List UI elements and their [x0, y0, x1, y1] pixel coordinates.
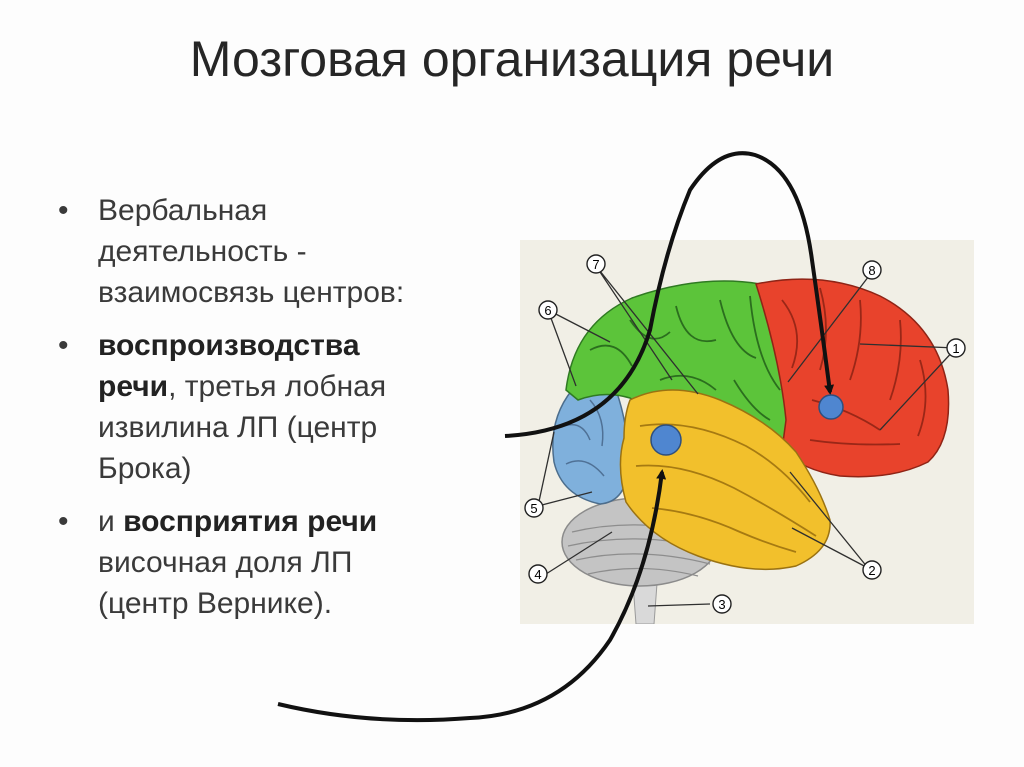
- callout-label: 1: [952, 341, 959, 356]
- bullet-text-line: (центр Вернике).: [98, 587, 333, 620]
- callout-1: 1: [946, 338, 966, 358]
- callout-6: 6: [538, 300, 558, 320]
- callout-label: 2: [868, 563, 875, 578]
- bullet-text: и: [98, 505, 124, 538]
- callout-label: 3: [718, 597, 725, 612]
- leader-line-1: [859, 343, 957, 431]
- callout-4: 4: [528, 564, 548, 584]
- bullet-broca-center: • воспроизводства речи, третья лобная из…: [58, 325, 478, 489]
- bullet-verbal-activity: • Вербальная деятельность - взаимосвязь …: [58, 190, 478, 313]
- bullet-text: , третья лобная: [168, 370, 387, 403]
- callout-5: 5: [524, 498, 544, 518]
- bullet-text-line: Вербальная: [98, 194, 268, 227]
- bullet-marker: •: [58, 329, 69, 362]
- bullet-marker: •: [58, 194, 69, 227]
- callout-label: 7: [592, 257, 599, 272]
- bold-term: воспроизводства: [98, 329, 360, 362]
- bold-term: восприятия речи: [123, 505, 378, 538]
- bullet-text-line: височная доля ЛП: [98, 546, 353, 579]
- brain-diagram: 1 2 3 4 5 6 7 8: [520, 240, 974, 624]
- bullet-text-line: Брока): [98, 452, 192, 485]
- bullet-text-line: взаимосвязь центров:: [98, 276, 405, 309]
- callout-label: 4: [534, 567, 541, 582]
- callout-2: 2: [862, 560, 882, 580]
- bullet-wernicke-center: • и восприятия речи височная доля ЛП (це…: [58, 501, 478, 624]
- callout-7: 7: [586, 254, 606, 274]
- bold-term: речи: [98, 370, 169, 403]
- leader-line-2: [789, 471, 869, 569]
- callout-8: 8: [862, 260, 882, 280]
- callout-label: 6: [544, 303, 551, 318]
- bullet-text-line: деятельность -: [98, 235, 307, 268]
- slide-title: Мозговая организация речи: [189, 31, 835, 87]
- bullet-list: • Вербальная деятельность - взаимосвязь …: [58, 190, 478, 636]
- bullet-marker: •: [58, 505, 69, 538]
- callout-label: 5: [530, 501, 537, 516]
- callout-label: 8: [868, 263, 875, 278]
- callout-3: 3: [712, 594, 732, 614]
- bullet-text-line: извилина ЛП (центр: [98, 411, 378, 444]
